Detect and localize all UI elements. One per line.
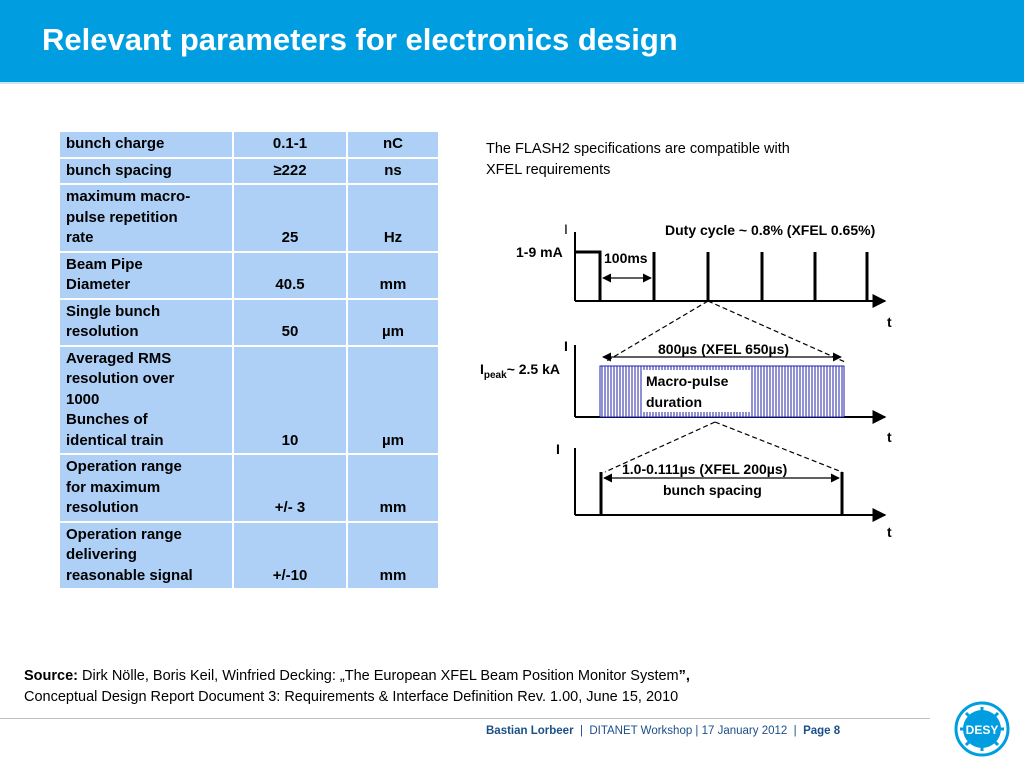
param-value: 10 <box>232 344 348 455</box>
bunch-spacing-plot: I 1.0-0.111µs (XFEL 200µs) bunch spacing… <box>556 441 892 540</box>
axis-i-label: I <box>564 338 568 354</box>
param-unit: mm <box>346 453 440 523</box>
param-value: 25 <box>232 183 348 253</box>
header-divider <box>0 82 1024 84</box>
desy-logo-icon: DESY <box>954 701 1010 757</box>
param-unit: nC <box>346 130 440 159</box>
param-value: +/- 3 <box>232 453 348 523</box>
duration-label: 800µs (XFEL 650µs) <box>658 341 789 357</box>
footer: Bastian Lorbeer | DITANET Workshop | 17 … <box>486 725 841 737</box>
bunch-structure-diagram: I 1-9 mA Duty cycle ~ 0.8% (XFEL 0.65%) … <box>480 221 892 540</box>
macro-label: duration <box>646 394 702 410</box>
period-label: 100ms <box>604 250 648 266</box>
macro-pulse-detail-plot: I 800µs (XFEL 650µs) Ipeak~ 2.5 kA Macro… <box>480 338 892 445</box>
header-bar: Relevant parameters for electronics desi… <box>0 0 1024 82</box>
param-name: bunch charge <box>58 130 234 159</box>
axis-i-label: I <box>564 221 568 237</box>
spacing-label: bunch spacing <box>663 482 762 498</box>
peak-current-label: Ipeak~ 2.5 kA <box>480 361 560 381</box>
param-value: +/-10 <box>232 520 348 590</box>
axis-t-label: t <box>887 314 892 330</box>
param-value: 50 <box>232 297 348 347</box>
source-label: Source: <box>24 668 78 684</box>
footer-event: DITANET Workshop | 17 January 2012 <box>589 725 788 737</box>
param-value: 0.1-1 <box>232 130 348 159</box>
axis-t-label: t <box>887 524 892 540</box>
logo-text: DESY <box>966 723 999 737</box>
parameters-table: bunch charge 0.1-1 nC bunch spacing ≥222… <box>58 130 440 590</box>
param-unit: µm <box>346 344 440 455</box>
source-line-2: Conceptual Design Report Document 3: Req… <box>24 689 679 705</box>
axis-i-label: I <box>556 441 560 457</box>
param-unit: mm <box>346 520 440 590</box>
zoom-line <box>604 421 716 473</box>
zoom-line <box>707 300 846 363</box>
footer-divider <box>0 718 930 719</box>
duty-cycle-label: Duty cycle ~ 0.8% (XFEL 0.65%) <box>665 222 875 238</box>
axis-t-label: t <box>887 429 892 445</box>
pulse-line <box>575 250 602 301</box>
param-value: ≥222 <box>232 156 348 185</box>
spacing-label: 1.0-0.111µs (XFEL 200µs) <box>622 461 787 477</box>
macro-label: Macro-pulse <box>646 373 729 389</box>
current-label: 1-9 mA <box>516 244 563 260</box>
param-unit: µm <box>346 297 440 347</box>
param-unit: Hz <box>346 183 440 253</box>
source-citation: Source: Dirk Nölle, Boris Keil, Winfried… <box>24 668 690 705</box>
param-unit: ns <box>346 156 440 185</box>
macro-label-bg <box>642 370 750 412</box>
table-row: bunch charge 0.1-1 nC <box>58 130 440 159</box>
footer-author: Bastian Lorbeer <box>486 725 574 737</box>
param-value: 40.5 <box>232 250 348 300</box>
table-row: bunch spacing ≥222 ns <box>58 156 440 185</box>
page-title: Relevant parameters for electronics desi… <box>42 22 678 57</box>
compatibility-note: The FLASH2 specifications are compatible… <box>486 141 790 178</box>
zoom-line <box>604 300 709 363</box>
footer-page: Page 8 <box>803 725 841 737</box>
param-unit: mm <box>346 250 440 300</box>
zoom-line <box>714 421 843 473</box>
macro-pulse-train-plot: I 1-9 mA Duty cycle ~ 0.8% (XFEL 0.65%) … <box>516 221 892 330</box>
param-name: bunch spacing <box>58 156 234 185</box>
